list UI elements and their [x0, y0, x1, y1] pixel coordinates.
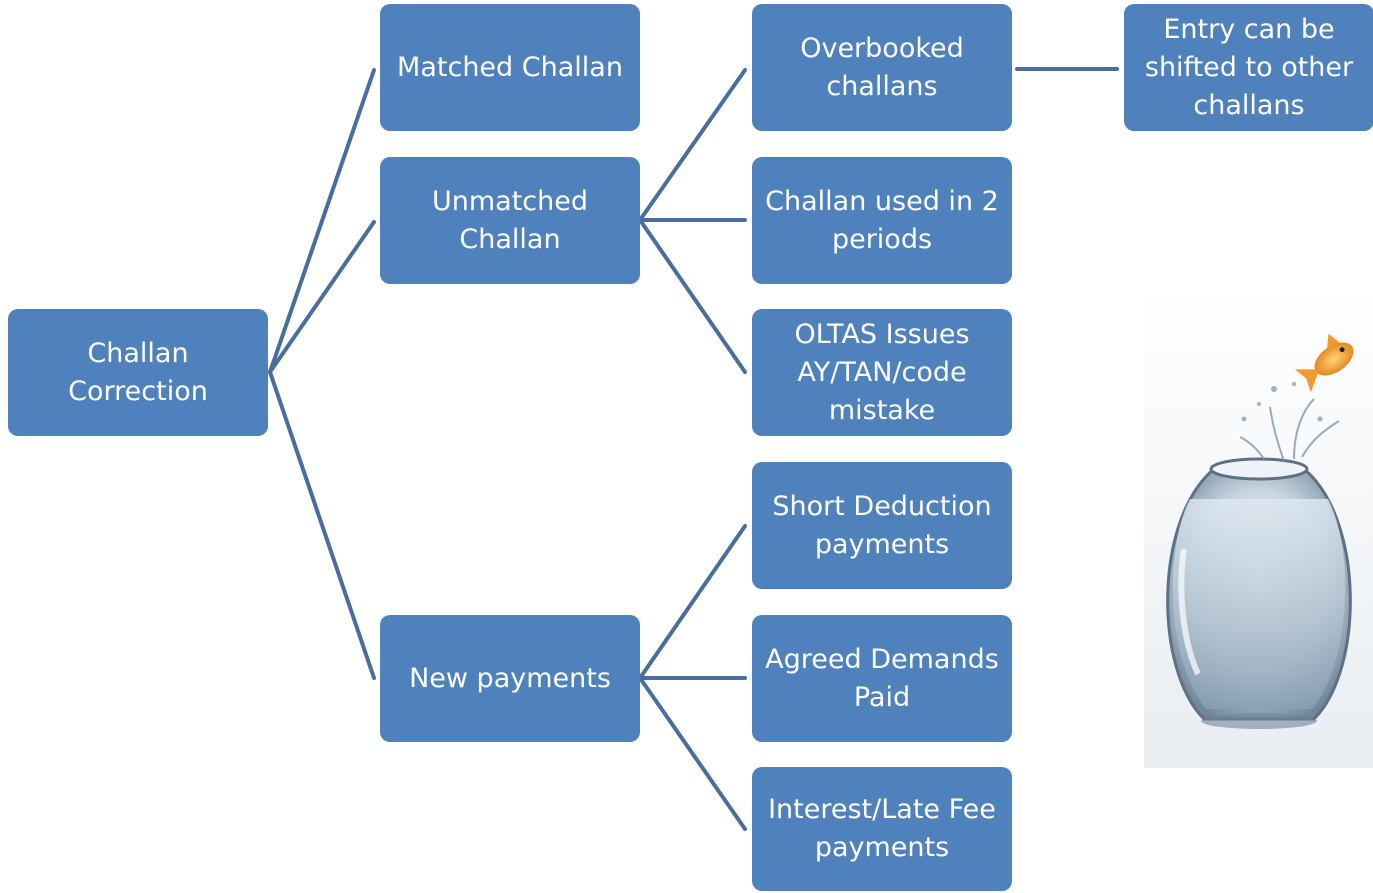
node-new-payments: New payments	[380, 615, 640, 742]
node-short-deduction-payments: Short Deduction payments	[752, 462, 1012, 589]
connector-root-newpayments	[268, 370, 376, 680]
connector-root-matched	[268, 68, 376, 374]
fishbowl-goldfish-jumping-icon	[1144, 289, 1373, 768]
node-challan-correction: Challan Correction	[8, 309, 268, 436]
node-matched-challan: Matched Challan	[380, 4, 640, 131]
node-unmatched-challan: Unmatched Challan	[380, 157, 640, 284]
connector-root-unmatched	[268, 220, 376, 374]
node-interest-late-fee-payments: Interest/Late Fee payments	[752, 767, 1012, 891]
node-challan-used-two-periods: Challan used in 2 periods	[752, 157, 1012, 284]
connector-unmatched-oltas	[638, 218, 747, 374]
connector-newpayments-interest	[638, 676, 747, 831]
connector-newpayments-short	[638, 524, 747, 680]
connector-unmatched-overbooked	[638, 68, 747, 222]
node-overbooked-challans: Overbooked challans	[752, 4, 1012, 131]
node-agreed-demands-paid: Agreed Demands Paid	[752, 615, 1012, 742]
node-oltas-issues: OLTAS Issues AY/TAN/code mistake	[752, 309, 1012, 436]
node-entry-shifted: Entry can be shifted to other challans	[1124, 4, 1373, 131]
